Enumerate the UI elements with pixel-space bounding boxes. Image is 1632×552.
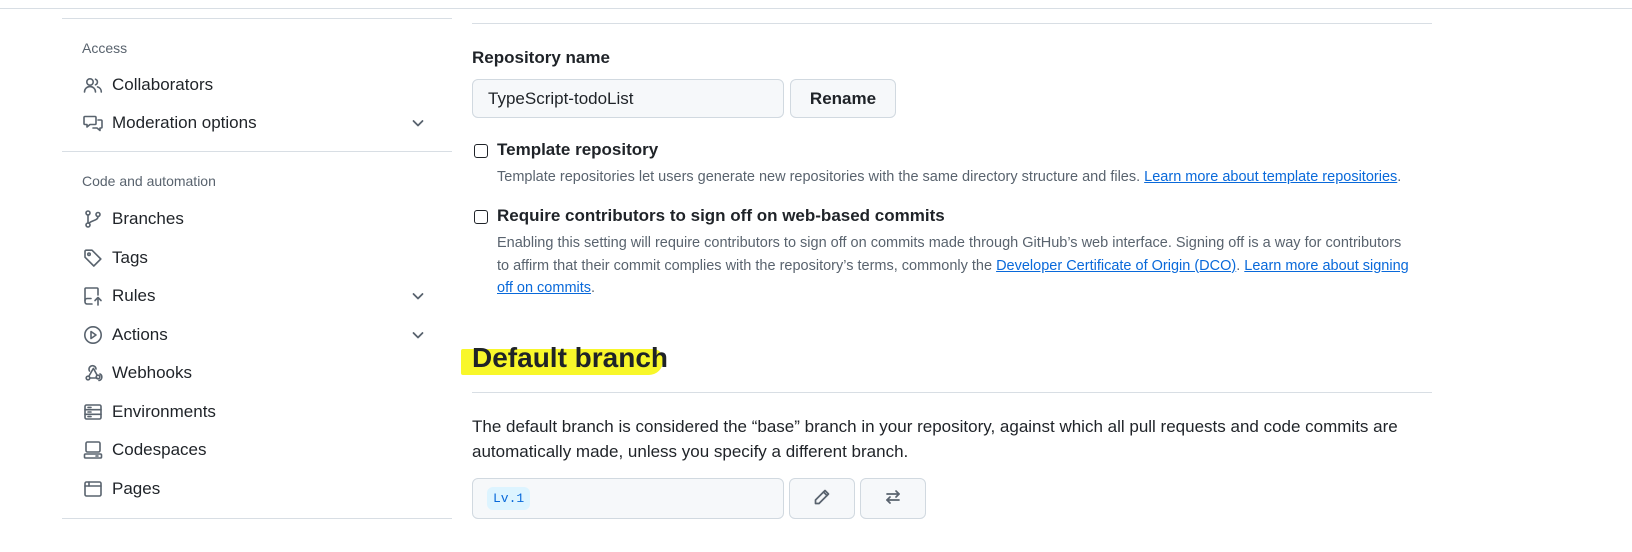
arrow-switch-icon [884, 488, 902, 509]
sidebar-item-label: Environments [112, 402, 216, 421]
sidebar-item-collaborators[interactable]: Collaborators [74, 67, 446, 103]
template-repository-description: Template repositories let users generate… [497, 169, 1402, 185]
chevron-down-icon[interactable] [410, 327, 426, 343]
tag-icon [82, 247, 104, 269]
sidebar-item-actions[interactable]: Actions [74, 317, 446, 353]
webhook-icon [82, 362, 104, 384]
sidebar-divider [62, 518, 452, 519]
settings-sidebar: Access Collaborators Moderation options … [62, 18, 452, 552]
sidebar-item-rules[interactable]: Rules [74, 278, 446, 314]
sidebar-item-label: Branches [112, 209, 184, 228]
sidebar-item-tags[interactable]: Tags [74, 240, 446, 276]
sidebar-item-environments[interactable]: Environments [74, 394, 446, 430]
git-branch-icon [82, 208, 104, 230]
section-divider [472, 23, 1432, 24]
repo-push-icon [82, 285, 104, 307]
people-icon [82, 74, 104, 96]
signoff-checkbox[interactable] [474, 210, 488, 224]
default-branch-heading: Default branch [472, 342, 669, 373]
branch-name-tag: Lv.1 [487, 487, 531, 510]
sidebar-item-branches[interactable]: Branches [74, 201, 446, 237]
template-repository-checkbox[interactable] [474, 144, 488, 158]
top-divider [0, 8, 1632, 9]
sidebar-divider [62, 18, 452, 19]
sidebar-item-label: Codespaces [112, 440, 207, 459]
sidebar-item-label: Webhooks [112, 363, 193, 382]
sidebar-group-title-access: Access [82, 40, 128, 56]
sidebar-item-codespaces[interactable]: Codespaces [74, 432, 446, 468]
browser-icon [82, 478, 104, 500]
sidebar-item-label: Tags [112, 248, 148, 267]
edit-branch-button[interactable] [789, 478, 855, 519]
section-divider [472, 392, 1432, 393]
sidebar-item-label: Rules [112, 286, 156, 305]
learn-more-template-link[interactable]: Learn more about template repositories [1144, 169, 1398, 185]
repository-name-input[interactable] [472, 79, 784, 118]
dco-link[interactable]: Developer Certificate of Origin (DCO) [996, 257, 1237, 274]
sidebar-item-webhooks[interactable]: Webhooks [74, 355, 446, 391]
rename-button[interactable]: Rename [790, 79, 896, 118]
learn-more-signoff-link[interactable]: Learn more about signing off on commits [497, 257, 1409, 297]
sidebar-item-label: Collaborators [112, 75, 214, 94]
sidebar-item-label: Moderation options [112, 113, 257, 132]
default-branch-field: Lv.1 [472, 478, 784, 519]
codespaces-icon [82, 439, 104, 461]
pencil-icon [813, 488, 831, 509]
template-repository-title: Template repository [497, 140, 659, 159]
settings-main: Repository name Rename Template reposito… [461, 0, 1432, 552]
sidebar-item-moderation-options[interactable]: Moderation options [74, 105, 446, 141]
signoff-description: Enabling this setting will require contr… [497, 235, 1409, 297]
chevron-down-icon[interactable] [410, 288, 426, 304]
server-icon [82, 401, 104, 423]
play-icon [82, 324, 104, 346]
sidebar-item-label: Pages [112, 479, 161, 498]
comment-discussion-icon [82, 112, 104, 134]
sidebar-group-title-code-automation: Code and automation [82, 173, 216, 189]
signoff-title: Require contributors to sign off on web-… [497, 206, 945, 225]
sidebar-divider [62, 151, 452, 152]
sidebar-item-label: Actions [112, 325, 168, 344]
repository-name-label: Repository name [472, 48, 610, 67]
default-branch-description: The default branch is considered the “ba… [472, 417, 1398, 461]
sidebar-item-pages[interactable]: Pages [74, 471, 446, 507]
switch-branch-button[interactable] [860, 478, 926, 519]
heading-highlight-mark [461, 349, 663, 375]
chevron-down-icon[interactable] [410, 115, 426, 131]
